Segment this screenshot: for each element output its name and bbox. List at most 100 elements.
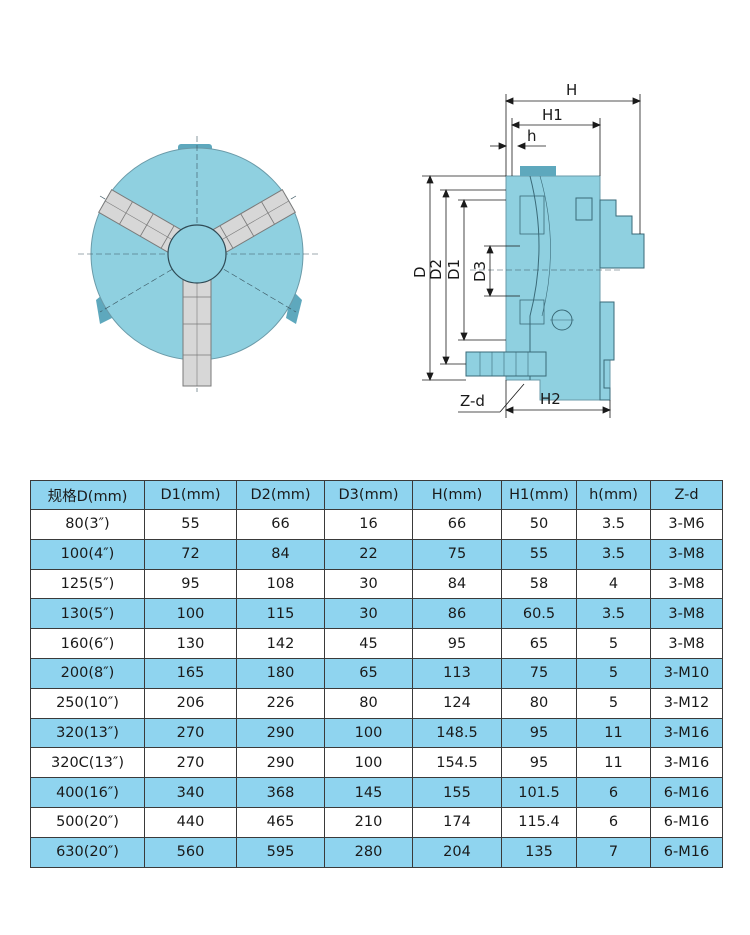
table-cell: 86 bbox=[412, 598, 502, 630]
table-cell: 84 bbox=[236, 538, 325, 570]
dim-label-D3: D3 bbox=[471, 261, 489, 282]
table-cell: 180 bbox=[236, 657, 325, 689]
table-cell: 3.5 bbox=[576, 538, 651, 570]
table-cell: 11 bbox=[576, 717, 651, 749]
table-cell: 160(6″) bbox=[30, 628, 145, 659]
table-cell: 100 bbox=[144, 598, 237, 630]
table-cell: 95 bbox=[412, 628, 502, 659]
table-cell: 60.5 bbox=[501, 598, 577, 630]
table-cell: 30 bbox=[324, 598, 413, 630]
table-cell: 130 bbox=[144, 628, 237, 659]
table-cell: 280 bbox=[324, 836, 413, 868]
dimension-lines bbox=[422, 94, 642, 418]
table-cell: 165 bbox=[144, 657, 237, 689]
table-cell: 6 bbox=[576, 806, 651, 838]
table-cell: 560 bbox=[144, 836, 237, 868]
table-cell: 3-M12 bbox=[650, 687, 723, 719]
table-cell: 290 bbox=[236, 747, 325, 779]
table-cell: 270 bbox=[144, 717, 237, 749]
table-cell: 440 bbox=[144, 806, 237, 838]
table-cell: 154.5 bbox=[412, 747, 502, 779]
table-cell: 340 bbox=[144, 777, 237, 808]
dim-label-D1: D1 bbox=[445, 259, 463, 280]
table-cell: 6-M16 bbox=[650, 806, 723, 838]
dim-label-H: H bbox=[566, 81, 577, 99]
dim-label-Zd: Z-d bbox=[460, 392, 485, 410]
table-cell: 630(20″) bbox=[30, 836, 145, 868]
table-cell: 45 bbox=[324, 628, 413, 659]
table-cell: 65 bbox=[324, 657, 413, 689]
table-cell: 270 bbox=[144, 747, 237, 779]
table-cell: 204 bbox=[412, 836, 502, 868]
table-cell: 80 bbox=[324, 687, 413, 719]
table-cell: 66 bbox=[412, 509, 502, 540]
header-size: 规格D(mm) bbox=[30, 480, 145, 510]
chuck-side-view: H H1 h D D2 D1 D3 H2 Z-d bbox=[411, 81, 645, 418]
header-zd: Z-d bbox=[650, 480, 723, 510]
table-cell: 75 bbox=[412, 538, 502, 570]
dim-label-H1: H1 bbox=[542, 106, 563, 124]
table-cell: 75 bbox=[501, 657, 577, 689]
table-cell: 108 bbox=[236, 568, 325, 600]
table-cell: 206 bbox=[144, 687, 237, 719]
dim-label-h: h bbox=[527, 127, 537, 145]
table-cell: 55 bbox=[501, 538, 577, 570]
table-cell: 95 bbox=[501, 717, 577, 749]
table-cell: 95 bbox=[144, 568, 237, 600]
table-cell: 6-M16 bbox=[650, 777, 723, 808]
table-cell: 7 bbox=[576, 836, 651, 868]
table-cell: 130(5″) bbox=[30, 598, 145, 630]
table-cell: 142 bbox=[236, 628, 325, 659]
table-cell: 250(10″) bbox=[30, 687, 145, 719]
table-cell: 465 bbox=[236, 806, 325, 838]
table-cell: 135 bbox=[501, 836, 577, 868]
table-cell: 72 bbox=[144, 538, 237, 570]
table-cell: 226 bbox=[236, 687, 325, 719]
table-cell: 174 bbox=[412, 806, 502, 838]
table-cell: 30 bbox=[324, 568, 413, 600]
side-jaw-upper bbox=[599, 199, 645, 269]
table-cell: 400(16″) bbox=[30, 777, 145, 808]
table-cell: 145 bbox=[324, 777, 413, 808]
table-cell: 125(5″) bbox=[30, 568, 145, 600]
table-cell: 66 bbox=[236, 509, 325, 540]
mounting-stud bbox=[465, 351, 547, 377]
table-cell: 3.5 bbox=[576, 598, 651, 630]
table-cell: 6-M16 bbox=[650, 836, 723, 868]
table-cell: 3-M8 bbox=[650, 628, 723, 659]
table-cell: 3-M16 bbox=[650, 717, 723, 749]
table-cell: 100 bbox=[324, 747, 413, 779]
table-cell: 368 bbox=[236, 777, 325, 808]
table-cell: 115 bbox=[236, 598, 325, 630]
table-cell: 16 bbox=[324, 509, 413, 540]
table-cell: 5 bbox=[576, 628, 651, 659]
dim-label-D: D bbox=[411, 266, 429, 278]
table-cell: 100(4″) bbox=[30, 538, 145, 570]
table-cell: 58 bbox=[501, 568, 577, 600]
table-cell: 115.4 bbox=[501, 806, 577, 838]
table-cell: 84 bbox=[412, 568, 502, 600]
table-cell: 22 bbox=[324, 538, 413, 570]
table-cell: 3-M6 bbox=[650, 509, 723, 540]
table-cell: 11 bbox=[576, 747, 651, 779]
center-bore bbox=[167, 224, 227, 284]
table-cell: 101.5 bbox=[501, 777, 577, 808]
table-cell: 113 bbox=[412, 657, 502, 689]
table-cell: 210 bbox=[324, 806, 413, 838]
spec-table: 规格D(mm) D1(mm) D2(mm) D3(mm) H(mm) H1(mm… bbox=[30, 480, 723, 868]
header-d2: D2(mm) bbox=[236, 480, 325, 510]
table-cell: 95 bbox=[501, 747, 577, 779]
table-cell: 290 bbox=[236, 717, 325, 749]
table-cell: 55 bbox=[144, 509, 237, 540]
header-h: H(mm) bbox=[412, 480, 502, 510]
dim-label-H2: H2 bbox=[540, 390, 561, 408]
